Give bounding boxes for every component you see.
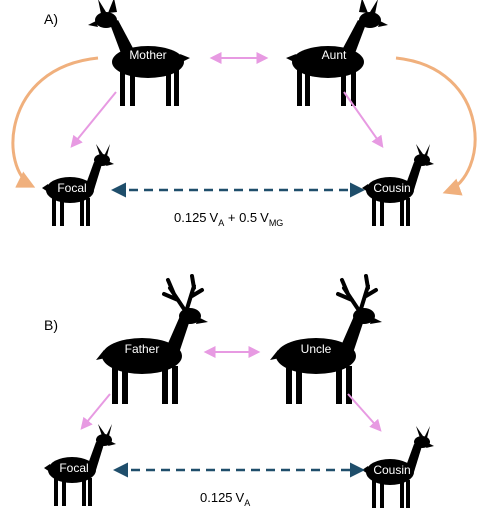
mother-focal-maternal-link (11, 56, 99, 188)
cousin-label-a: Cousin (373, 181, 410, 195)
father-label: Father (125, 342, 160, 356)
v-symbol-b: V (236, 490, 245, 505)
coefficient-additive-b: 0.125 (200, 490, 233, 505)
plus-sign: + (224, 210, 239, 225)
panel-b-label: B) (44, 317, 58, 333)
father-focal-link (80, 393, 111, 430)
uncle-cousin-link (347, 393, 382, 432)
uncle-label: Uncle (301, 342, 332, 356)
subscript-a-b: A (244, 498, 250, 508)
cousin-label-b: Cousin (373, 463, 410, 477)
v-symbol-a2: V (260, 210, 269, 225)
mother-focal-link (70, 91, 117, 148)
aunt-cousin-maternal-link (395, 56, 477, 196)
aunt-label: Aunt (322, 48, 347, 62)
focal-label-a: Focal (57, 181, 86, 195)
aunt-cousin-link (343, 91, 384, 148)
father-stag-icon (94, 274, 210, 406)
subscript-a-a: A (218, 218, 224, 228)
mother-label: Mother (129, 48, 166, 62)
panel-a-label: A) (44, 11, 58, 27)
subscript-mg: MG (269, 218, 284, 228)
focal-label-b: Focal (59, 461, 88, 475)
v-symbol-a1: V (210, 210, 219, 225)
coefficient-maternal: 0.5 (239, 210, 257, 225)
coefficient-additive-a: 0.125 (174, 210, 207, 225)
uncle-stag-icon (268, 274, 384, 406)
